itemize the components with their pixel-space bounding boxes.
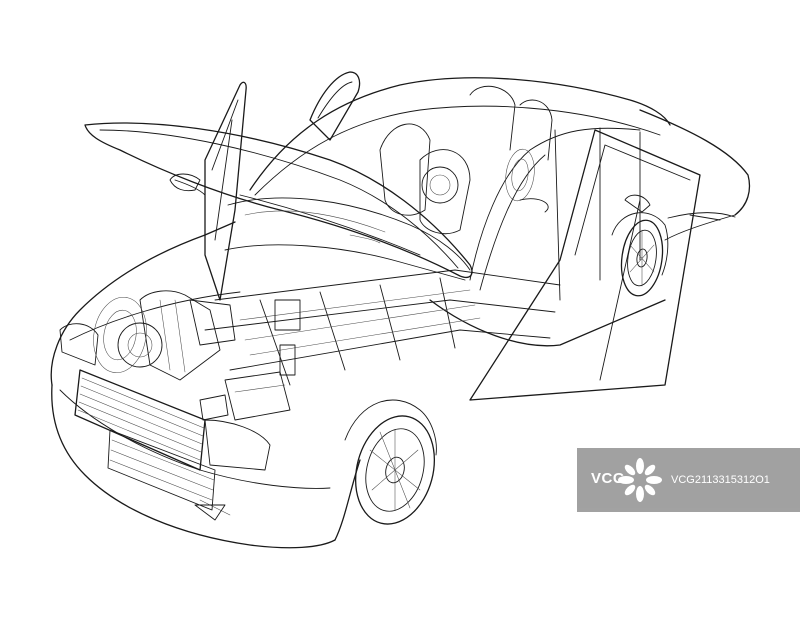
- rear-left-wheel: [505, 148, 535, 202]
- car-roof: [249, 77, 671, 301]
- seats: [379, 85, 553, 234]
- engine-bay: [117, 290, 291, 421]
- door-handles: [519, 198, 721, 221]
- watermark: VCG VCG2113315312O1: [577, 448, 800, 512]
- front-grille: [59, 323, 271, 521]
- rear-left-door: [309, 71, 361, 141]
- rear-wheel: [611, 212, 669, 297]
- front-left-wheel: [93, 297, 147, 373]
- car-body-outline: [50, 109, 751, 549]
- front-wheel: [344, 399, 437, 525]
- front-left-door: [204, 81, 247, 301]
- watermark-code: VCG2113315312O1: [671, 474, 770, 486]
- vcg-logo-icon: [618, 458, 662, 502]
- rear-right-door: [469, 129, 701, 401]
- watermark-logo-text: VCG: [591, 470, 626, 487]
- car-hood: [84, 122, 473, 279]
- side-mirrors: [169, 173, 651, 213]
- chassis-frame: [204, 269, 561, 386]
- car-windshield: [224, 197, 471, 281]
